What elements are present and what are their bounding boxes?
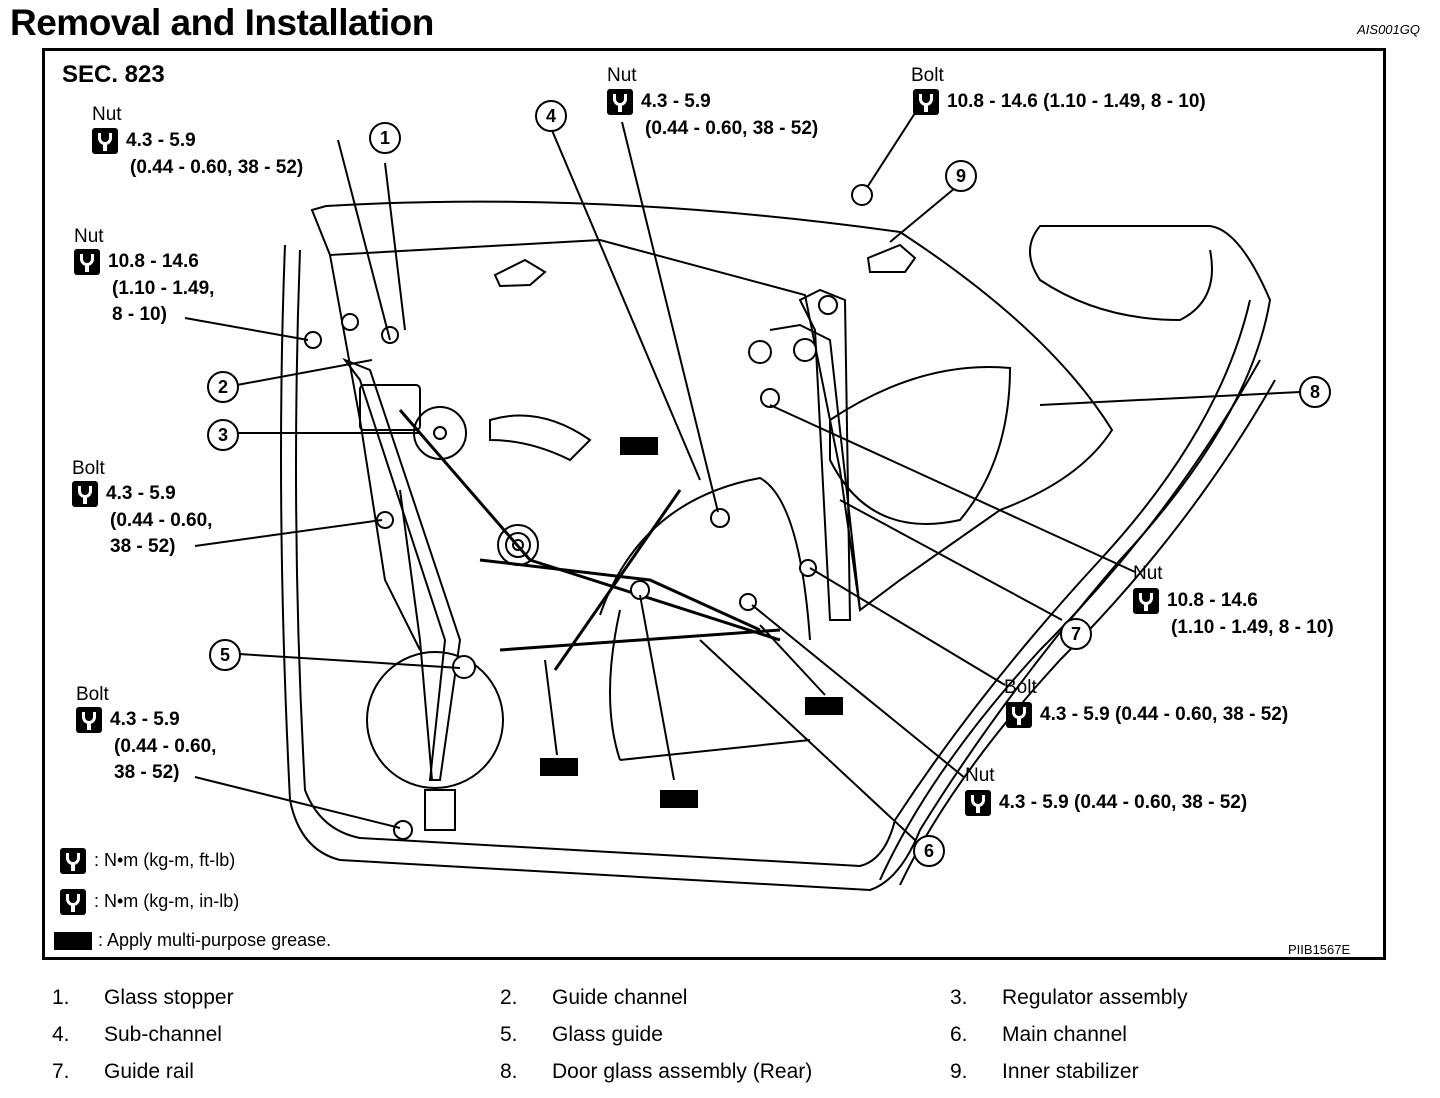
callout-6: 6: [913, 835, 945, 867]
figure-code: PIIB1567E: [1288, 942, 1351, 957]
torque-wrench-icon: [72, 481, 98, 507]
torque-value: 4.3 - 5.9: [126, 130, 196, 152]
fastener-type: Nut: [1133, 563, 1163, 584]
fastener-type: Bolt: [72, 458, 105, 479]
torque-conversion: (0.44 - 0.60,: [114, 736, 217, 757]
torque-value: 10.8 - 14.6 (1.10 - 1.49, 8 - 10): [947, 91, 1206, 113]
list-item: 8.Door glass assembly (Rear): [500, 1060, 813, 1083]
torque-wrench-icon: [60, 848, 86, 874]
torque-value: 10.8 - 14.6: [108, 251, 199, 273]
fastener-type: Bolt: [76, 684, 109, 705]
torque-wrench-icon: [1006, 702, 1032, 728]
list-item: 2.Guide channel: [500, 986, 688, 1009]
torque-conversion: (0.44 - 0.60,: [110, 510, 213, 531]
torque-value: 4.3 - 5.9 (0.44 - 0.60, 38 - 52): [999, 792, 1248, 814]
grease-icon: [660, 790, 698, 808]
list-item: 5.Glass guide: [500, 1023, 663, 1046]
fastener-type: Nut: [92, 104, 122, 125]
torque-conversion-cont: 38 - 52): [110, 536, 176, 557]
section-label: SEC. 823: [62, 61, 165, 88]
torque-value: 4.3 - 5.9: [641, 91, 711, 113]
torque-wrench-icon: [965, 790, 991, 816]
grease-icon: [620, 437, 658, 455]
torque-conversion: (1.10 - 1.49,: [112, 278, 215, 299]
grease-icon: [540, 758, 578, 776]
fastener-type: Nut: [607, 65, 637, 86]
fastener-type: Nut: [965, 765, 995, 786]
callout-7: 7: [1060, 618, 1092, 650]
callout-3: 3: [207, 419, 239, 451]
torque-value: 10.8 - 14.6: [1167, 590, 1258, 612]
list-item: 6.Main channel: [950, 1023, 1127, 1046]
torque-conversion: (1.10 - 1.49, 8 - 10): [1171, 617, 1334, 638]
torque-wrench-icon: [60, 889, 86, 915]
torque-value: 4.3 - 5.9 (0.44 - 0.60, 38 - 52): [1040, 704, 1289, 726]
torque-value: 4.3 - 5.9: [106, 483, 176, 505]
list-item: 4.Sub-channel: [52, 1023, 222, 1046]
torque-conversion-cont: 8 - 10): [112, 304, 167, 325]
callout-4: 4: [535, 100, 567, 132]
torque-conversion: (0.44 - 0.60, 38 - 52): [645, 118, 819, 139]
torque-wrench-icon: [74, 249, 100, 275]
fastener-type: Bolt: [911, 65, 944, 86]
callout-9: 9: [945, 160, 977, 192]
grease-icon: [805, 697, 843, 715]
list-item: 3.Regulator assembly: [950, 986, 1188, 1009]
legend-in-lb: : N•m (kg-m, in-lb): [94, 890, 240, 911]
list-item: 9.Inner stabilizer: [950, 1060, 1139, 1083]
legend-ft-lb: : N•m (kg-m, ft-lb): [94, 849, 236, 870]
callout-8: 8: [1299, 376, 1331, 408]
list-item: 7.Guide rail: [52, 1060, 194, 1083]
torque-conversion: (0.44 - 0.60, 38 - 52): [130, 157, 304, 178]
fastener-type: Bolt: [1004, 677, 1037, 698]
diagram-frame: [42, 48, 1386, 960]
legend-grease: : Apply multi-purpose grease.: [98, 930, 332, 950]
torque-wrench-icon: [92, 128, 118, 154]
torque-value: 4.3 - 5.9: [110, 709, 180, 731]
callout-1: 1: [369, 122, 401, 154]
callout-2: 2: [207, 371, 239, 403]
torque-conversion-cont: 38 - 52): [114, 762, 180, 783]
grease-icon: [54, 932, 92, 951]
callout-5: 5: [209, 639, 241, 671]
fastener-type: Nut: [74, 226, 104, 247]
list-item: 1.Glass stopper: [52, 986, 234, 1009]
torque-wrench-icon: [1133, 588, 1159, 614]
document-id: AIS001GQ: [1357, 22, 1420, 37]
torque-wrench-icon: [76, 707, 102, 733]
page-title: Removal and Installation: [10, 2, 434, 43]
torque-wrench-icon: [913, 89, 939, 115]
torque-wrench-icon: [607, 89, 633, 115]
